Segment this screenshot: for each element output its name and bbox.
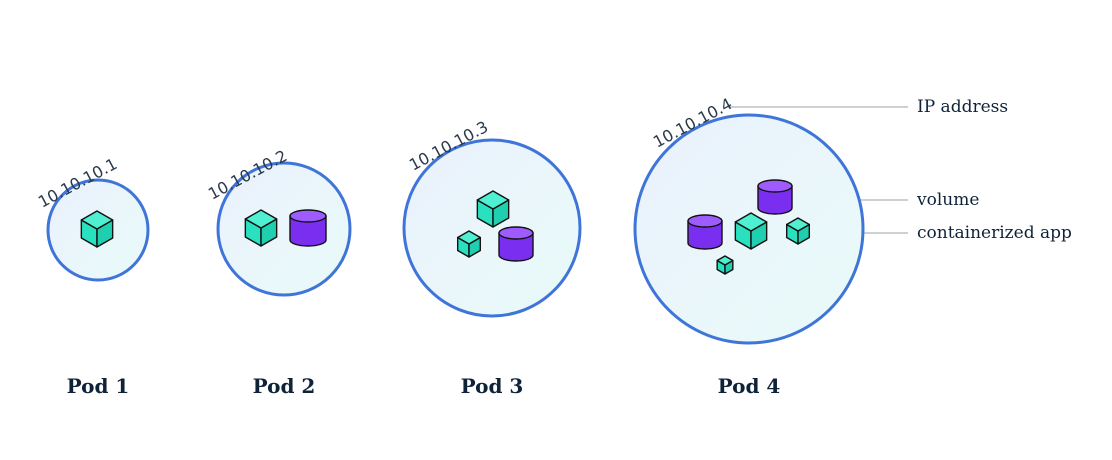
cube-icon bbox=[476, 190, 510, 228]
cylinder-icon bbox=[498, 226, 534, 262]
cylinder-top bbox=[757, 179, 793, 193]
cube-top-face bbox=[785, 217, 811, 232]
cube-icon bbox=[456, 230, 482, 258]
cube-icon bbox=[244, 209, 278, 247]
cube-top-face bbox=[716, 255, 734, 266]
cube-top-face bbox=[476, 190, 510, 210]
cylinder-body bbox=[757, 185, 793, 215]
cube-icon bbox=[80, 210, 114, 248]
pod-3: 10.10.10.3 Pod 3 bbox=[402, 117, 582, 398]
pod-2-boundary bbox=[216, 161, 352, 297]
cube-icon bbox=[734, 212, 768, 250]
pod-4-label: Pod 4 bbox=[718, 374, 781, 398]
cylinder-top bbox=[289, 209, 327, 223]
cylinder-body bbox=[289, 215, 327, 247]
cylinder-top bbox=[498, 226, 534, 240]
pod-3-boundary bbox=[402, 138, 582, 318]
cylinder-top bbox=[687, 214, 723, 228]
legend-volume: volume bbox=[916, 190, 979, 210]
pod-1-label: Pod 1 bbox=[67, 374, 130, 398]
cube-top-face bbox=[244, 209, 278, 229]
pod-2: 10.10.10.2 Pod 2 bbox=[205, 146, 352, 398]
pod-4: 10.10.10.4 Pod 4 bbox=[633, 94, 865, 398]
cylinder-body bbox=[498, 232, 534, 262]
cylinder-body bbox=[687, 220, 723, 250]
cylinder-icon bbox=[687, 214, 723, 250]
cube-icon bbox=[785, 217, 811, 245]
cube-top-face bbox=[456, 230, 482, 245]
cube-icon bbox=[716, 255, 734, 275]
cube-top-face bbox=[80, 210, 114, 230]
pod-2-label: Pod 2 bbox=[253, 374, 316, 398]
cylinder-icon bbox=[757, 179, 793, 215]
legend-containerized-app: containerized app bbox=[917, 223, 1072, 243]
legend-ip-address: IP address bbox=[917, 97, 1008, 117]
pod-3-label: Pod 3 bbox=[461, 374, 524, 398]
cylinder-icon bbox=[289, 209, 327, 247]
pod-1: 10.10.10.1 Pod 1 bbox=[35, 154, 150, 398]
cube-top-face bbox=[734, 212, 768, 232]
